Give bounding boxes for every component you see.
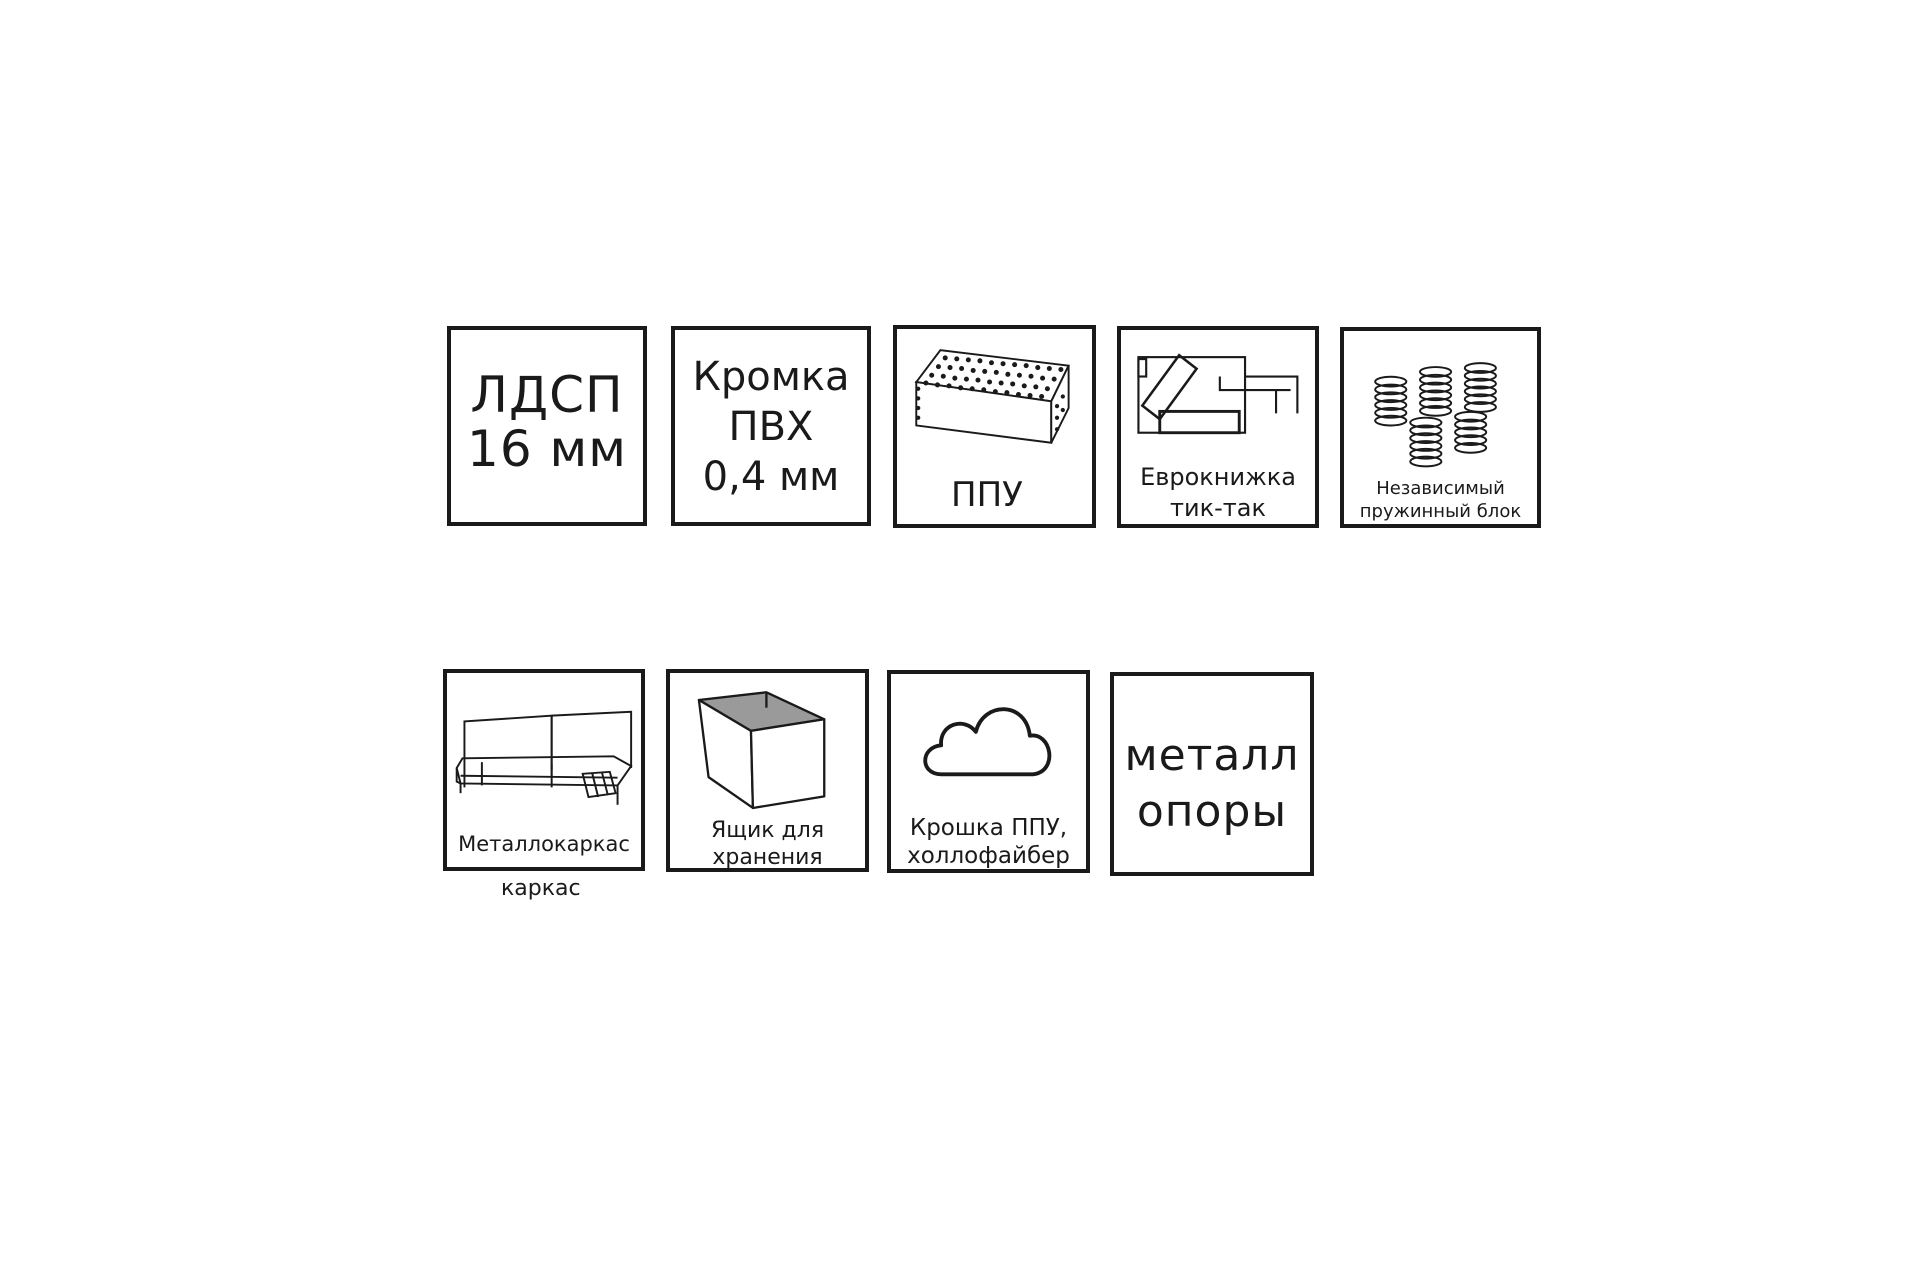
springs-icon: [1374, 362, 1497, 468]
tile-filling-text: Крошка ППУ, холлофайбер: [907, 815, 1070, 869]
sofa-mechanism-icon: [1137, 353, 1299, 435]
tile-storage-box: Ящик для хранения: [666, 669, 869, 872]
tile-ppu-text: ППУ: [951, 475, 1023, 515]
storage-box-icon: [697, 691, 826, 810]
tile-metal-legs: металл опоры: [1110, 672, 1314, 876]
tile-metal-frame-text: Металлокаркас: [458, 832, 630, 856]
tile-ldsp: ЛДСП 16 мм: [447, 326, 647, 526]
metal-frame-below-caption: каркас: [501, 876, 581, 901]
tile-edge-pvc: Кромка ПВХ 0,4 мм: [671, 326, 871, 526]
tile-edge-pvc-text: Кромка ПВХ 0,4 мм: [692, 354, 850, 500]
metal-frame-icon: [455, 710, 633, 805]
tile-metal-frame: Металлокаркас: [443, 669, 645, 871]
tile-metal-legs-text: металл опоры: [1124, 730, 1300, 837]
cloud-icon: [923, 707, 1052, 777]
tile-springs: Независимый пружинный блок: [1340, 327, 1541, 528]
tile-mechanism: Еврокнижка тик-так: [1117, 326, 1319, 528]
tile-storage-box-text: Ящик для хранения: [710, 818, 825, 870]
tile-filling: Крошка ППУ, холлофайбер: [887, 670, 1090, 873]
tile-mechanism-text: Еврокнижка тик-так: [1140, 463, 1296, 522]
foam-block-icon: [914, 349, 1071, 444]
tile-springs-text: Независимый пружинный блок: [1359, 478, 1522, 522]
tile-ldsp-text: ЛДСП 16 мм: [467, 366, 627, 478]
tile-ppu: ППУ: [893, 325, 1096, 528]
